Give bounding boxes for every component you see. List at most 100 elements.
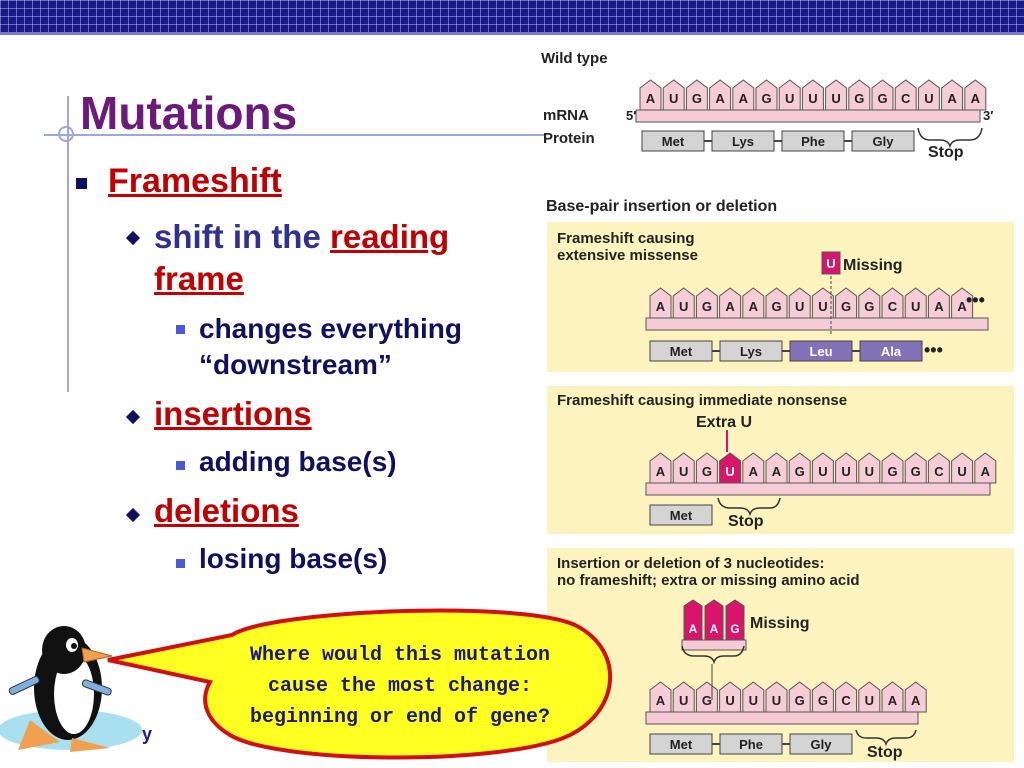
- p3-protein-label: Phe: [739, 737, 763, 752]
- bullet-deletions: deletions: [154, 492, 299, 530]
- p2-base-letter: G: [887, 464, 897, 479]
- p2-base-letter: G: [795, 464, 805, 479]
- p3-missing-base-letter: A: [689, 622, 698, 636]
- p1-protein-label: Met: [670, 344, 693, 359]
- p1-base-letter: A: [656, 299, 666, 314]
- p1-base-tooth: [788, 287, 811, 319]
- p2-base-tooth: [742, 452, 765, 484]
- p2-base-letter: U: [957, 464, 966, 479]
- p2-base-letter: C: [934, 464, 944, 479]
- p3-protein-box: [789, 733, 853, 755]
- p1-base-letter: C: [888, 299, 898, 314]
- p1-base-letter: U: [795, 299, 804, 314]
- panel3-stop-brace: [855, 729, 917, 747]
- bullet-changes-everything: changes everything “downstream”: [199, 311, 462, 383]
- bullet-shift-reading-frame: shift in the reading frame: [154, 216, 524, 300]
- p2-base-letter: A: [772, 464, 782, 479]
- p3-base-tooth: [742, 681, 765, 713]
- wild-protein-label: Phe: [801, 134, 825, 149]
- p1-protein-label: Lys: [740, 344, 762, 359]
- wild-stop-brace: [917, 127, 983, 149]
- p3-base-tooth: [649, 681, 672, 713]
- three-prime-label: 3′: [983, 108, 993, 123]
- p1-base-letter: U: [911, 299, 920, 314]
- wild-base-letter: C: [901, 91, 911, 106]
- wild-protein-label: Gly: [873, 134, 895, 149]
- bullet-insertions: insertions: [154, 395, 312, 433]
- horizontal-accent-line: [44, 134, 544, 136]
- panel2-extra-u-label: Extra U: [696, 414, 752, 431]
- wild-base-tooth: [755, 79, 778, 111]
- p2-base-tooth: [695, 452, 718, 484]
- p1-base-tooth: [835, 287, 858, 319]
- p2-base-letter: A: [749, 464, 759, 479]
- wild-base-tooth: [801, 79, 824, 111]
- panel3-missing-brace: [681, 645, 745, 665]
- panel2-stop-label: Stop: [728, 513, 764, 530]
- top-divider: [0, 32, 1024, 35]
- mrna-label: mRNA: [543, 107, 589, 124]
- wild-base-letter: U: [831, 91, 840, 106]
- wild-base-tooth: [685, 79, 708, 111]
- wild-base-letter: U: [808, 91, 817, 106]
- section-heading: Base-pair insertion or deletion: [546, 198, 778, 215]
- changes-line-2: “downstream”: [199, 349, 392, 380]
- protein-label: Protein: [543, 130, 595, 147]
- p3-base-letter: G: [702, 693, 712, 708]
- p3-base-letter: C: [841, 693, 851, 708]
- p3-base-letter: U: [772, 693, 781, 708]
- callout-bubble: [107, 608, 612, 760]
- panel-no-frameshift: [547, 548, 1014, 762]
- wild-base-letter: G: [761, 91, 771, 106]
- bullet-marker-small-square: [176, 559, 185, 568]
- panel1-title: Frameshift causing extensive missense: [557, 230, 698, 264]
- bullet-marker-small-square: [176, 461, 185, 470]
- p3-protein-label: Met: [670, 737, 693, 752]
- p3-base-tooth: [788, 681, 811, 713]
- p1-base-letter: U: [679, 299, 688, 314]
- p3-base-tooth: [858, 681, 881, 713]
- p1-base-letter: G: [841, 299, 851, 314]
- penguin-icon: [0, 626, 142, 752]
- p1-base-tooth: [904, 287, 927, 319]
- p1-base-letter: A: [957, 299, 967, 314]
- panel3-stop-label: Stop: [867, 744, 903, 761]
- p1-base-tooth: [695, 287, 718, 319]
- callout-line-2: cause the most change:: [267, 675, 533, 698]
- p3-base-letter: A: [911, 693, 921, 708]
- p1-base-letter: U: [818, 299, 827, 314]
- bullet-losing-bases: losing base(s): [199, 543, 388, 574]
- p3-base-letter: G: [818, 693, 828, 708]
- wild-base-letter: G: [692, 91, 702, 106]
- top-banner: [0, 0, 1024, 32]
- wild-base-tooth: [941, 79, 964, 111]
- wild-base-letter: U: [669, 91, 678, 106]
- wild-base-tooth: [825, 79, 848, 111]
- reading-word: reading: [330, 218, 450, 255]
- p3-backbone: [645, 711, 919, 725]
- panel1-missing-label: Missing: [843, 257, 903, 274]
- slide-title: Mutations: [80, 87, 298, 139]
- wild-base-tooth: [639, 79, 662, 111]
- vertical-accent-line: [67, 96, 69, 392]
- p2-base-letter: U: [725, 464, 734, 479]
- p3-base-letter: A: [888, 693, 898, 708]
- p1-missing-base-letter: U: [826, 256, 835, 271]
- bullet-marker-square: [76, 178, 87, 189]
- p2-base-letter: A: [656, 464, 666, 479]
- p1-base-tooth: [951, 287, 974, 319]
- p3-base-tooth: [904, 681, 927, 713]
- p1-base-tooth: [811, 287, 834, 319]
- wild-base-tooth: [662, 79, 685, 111]
- panel3-missing-label: Missing: [750, 615, 810, 632]
- p1-base-tooth: [649, 287, 672, 319]
- deletions-word: deletions: [154, 492, 299, 529]
- p2-base-tooth: [672, 452, 695, 484]
- wild-base-tooth: [848, 79, 871, 111]
- p2-base-letter: U: [679, 464, 688, 479]
- shift-prefix: shift in the: [154, 218, 321, 255]
